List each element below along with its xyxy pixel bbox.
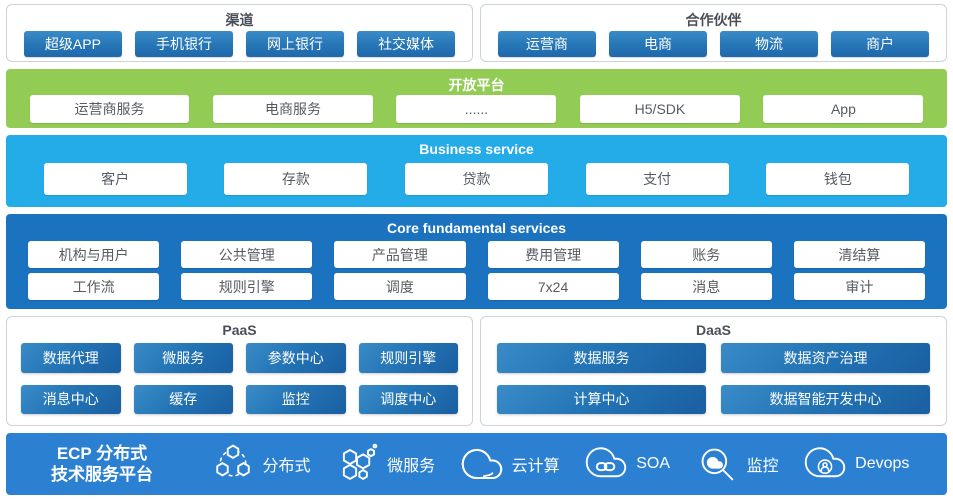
ecp-features: 分布式 微服务 [186, 443, 935, 485]
open-platform-title: 开放平台 [448, 77, 505, 93]
distributed-icon [212, 443, 254, 485]
partner-item: 商户 [830, 30, 930, 57]
partners-items: 运营商 电商 物流 商户 [481, 30, 946, 61]
core-services-items: 机构与用户 公共管理 产品管理 费用管理 账务 清结算 工作流 规则引擎 调度 … [6, 236, 947, 309]
core-item: 工作流 [28, 273, 160, 300]
cloud-icon [461, 443, 503, 485]
open-platform-item: H5/SDK [579, 95, 740, 123]
paas-item: 微服务 [133, 343, 233, 373]
daas-item: 数据服务 [497, 343, 706, 373]
open-platform-item: 电商服务 [213, 95, 373, 123]
channel-item: 超级APP [23, 30, 123, 57]
daas-item: 数据智能开发中心 [721, 384, 930, 414]
partners-title: 合作伙伴 [685, 12, 742, 28]
paas-item: 消息中心 [21, 384, 121, 414]
partner-item: 电商 [608, 30, 708, 57]
core-item: 产品管理 [334, 241, 466, 268]
paas-item: 监控 [246, 384, 346, 414]
core-item: 消息 [640, 273, 772, 300]
business-item: 存款 [224, 162, 368, 195]
core-services-band: Core fundamental services 机构与用户 公共管理 产品管… [6, 214, 947, 309]
channels-card: 渠道 超级APP 手机银行 网上银行 社交媒体 [6, 4, 473, 62]
feature-distributed: 分布式 [212, 443, 311, 485]
daas-card: DaaS 数据服务 数据资产治理 计算中心 数据智能开发中心 [480, 316, 947, 426]
daas-item: 数据资产治理 [721, 343, 930, 373]
business-service-band: Business service 客户 存款 贷款 支付 钱包 [6, 135, 947, 207]
open-platform-item: 运营商服务 [29, 95, 190, 123]
partner-item: 物流 [719, 30, 819, 57]
paas-item: 缓存 [133, 384, 233, 414]
open-platform-item: App [763, 95, 924, 123]
core-item: 规则引擎 [181, 273, 313, 300]
core-item: 清结算 [793, 241, 925, 268]
feature-soa: SOA [585, 443, 670, 485]
channel-item: 社交媒体 [356, 30, 456, 57]
paas-item: 数据代理 [21, 343, 121, 373]
paas-daas-row: PaaS 数据代理 微服务 参数中心 规则引擎 消息中心 缓存 监控 调度中心 … [6, 316, 947, 426]
channels-title: 渠道 [225, 12, 254, 28]
ecp-platform-title: ECP 分布式 技术服务平台 [18, 443, 186, 486]
business-item: 贷款 [404, 162, 549, 195]
open-platform-item: ...... [396, 95, 557, 123]
open-platform-band: 开放平台 运营商服务 电商服务 ...... H5/SDK App [6, 69, 947, 128]
monitor-icon [696, 443, 738, 485]
paas-item: 参数中心 [246, 343, 346, 373]
core-item: 7x24 [487, 273, 619, 300]
business-item: 客户 [43, 162, 187, 195]
feature-microservice: 微服务 [336, 443, 435, 485]
channel-item: 手机银行 [134, 30, 234, 57]
feature-label: SOA [636, 455, 671, 472]
ecp-title-line2: 技术服务平台 [51, 465, 153, 484]
ecp-title-line1: ECP 分布式 [56, 443, 148, 463]
open-platform-items: 运营商服务 电商服务 ...... H5/SDK App [6, 95, 947, 130]
partner-item: 运营商 [497, 30, 597, 57]
business-item: 钱包 [766, 162, 910, 195]
feature-label: 分布式 [262, 458, 311, 475]
core-services-title: Core fundamental services [387, 220, 566, 236]
business-item: 支付 [585, 162, 729, 195]
top-row: 渠道 超级APP 手机银行 网上银行 社交媒体 合作伙伴 运营商 电商 物流 商… [6, 4, 947, 62]
core-item: 调度 [334, 273, 466, 300]
feature-label: 云计算 [511, 458, 560, 475]
daas-items: 数据服务 数据资产治理 计算中心 数据智能开发中心 [481, 338, 946, 425]
feature-cloud: 云计算 [461, 443, 560, 485]
daas-title: DaaS [695, 322, 732, 338]
paas-card: PaaS 数据代理 微服务 参数中心 规则引擎 消息中心 缓存 监控 调度中心 [6, 316, 473, 426]
core-item: 费用管理 [487, 241, 619, 268]
soa-icon [585, 443, 627, 485]
paas-item: 规则引擎 [358, 343, 458, 373]
feature-monitor: 监控 [696, 443, 779, 485]
microservice-icon [336, 443, 378, 485]
daas-item: 计算中心 [497, 384, 706, 414]
core-item: 账务 [640, 241, 772, 268]
feature-label: 监控 [746, 458, 779, 475]
paas-title: PaaS [222, 322, 257, 338]
core-item: 审计 [793, 273, 925, 300]
paas-items: 数据代理 微服务 参数中心 规则引擎 消息中心 缓存 监控 调度中心 [7, 338, 472, 425]
feature-label: Devops [855, 455, 910, 472]
feature-devops: Devops [804, 443, 909, 485]
channel-item: 网上银行 [245, 30, 345, 57]
paas-item: 调度中心 [358, 384, 458, 414]
business-service-title: Business service [419, 141, 534, 157]
partners-card: 合作伙伴 运营商 电商 物流 商户 [480, 4, 947, 62]
ecp-band: ECP 分布式 技术服务平台 分布式 [6, 433, 947, 495]
feature-label: 微服务 [387, 458, 436, 475]
core-item: 公共管理 [181, 241, 313, 268]
devops-icon [804, 443, 846, 485]
channels-items: 超级APP 手机银行 网上银行 社交媒体 [7, 30, 472, 61]
core-item: 机构与用户 [28, 241, 160, 268]
business-service-items: 客户 存款 贷款 支付 钱包 [6, 157, 947, 207]
